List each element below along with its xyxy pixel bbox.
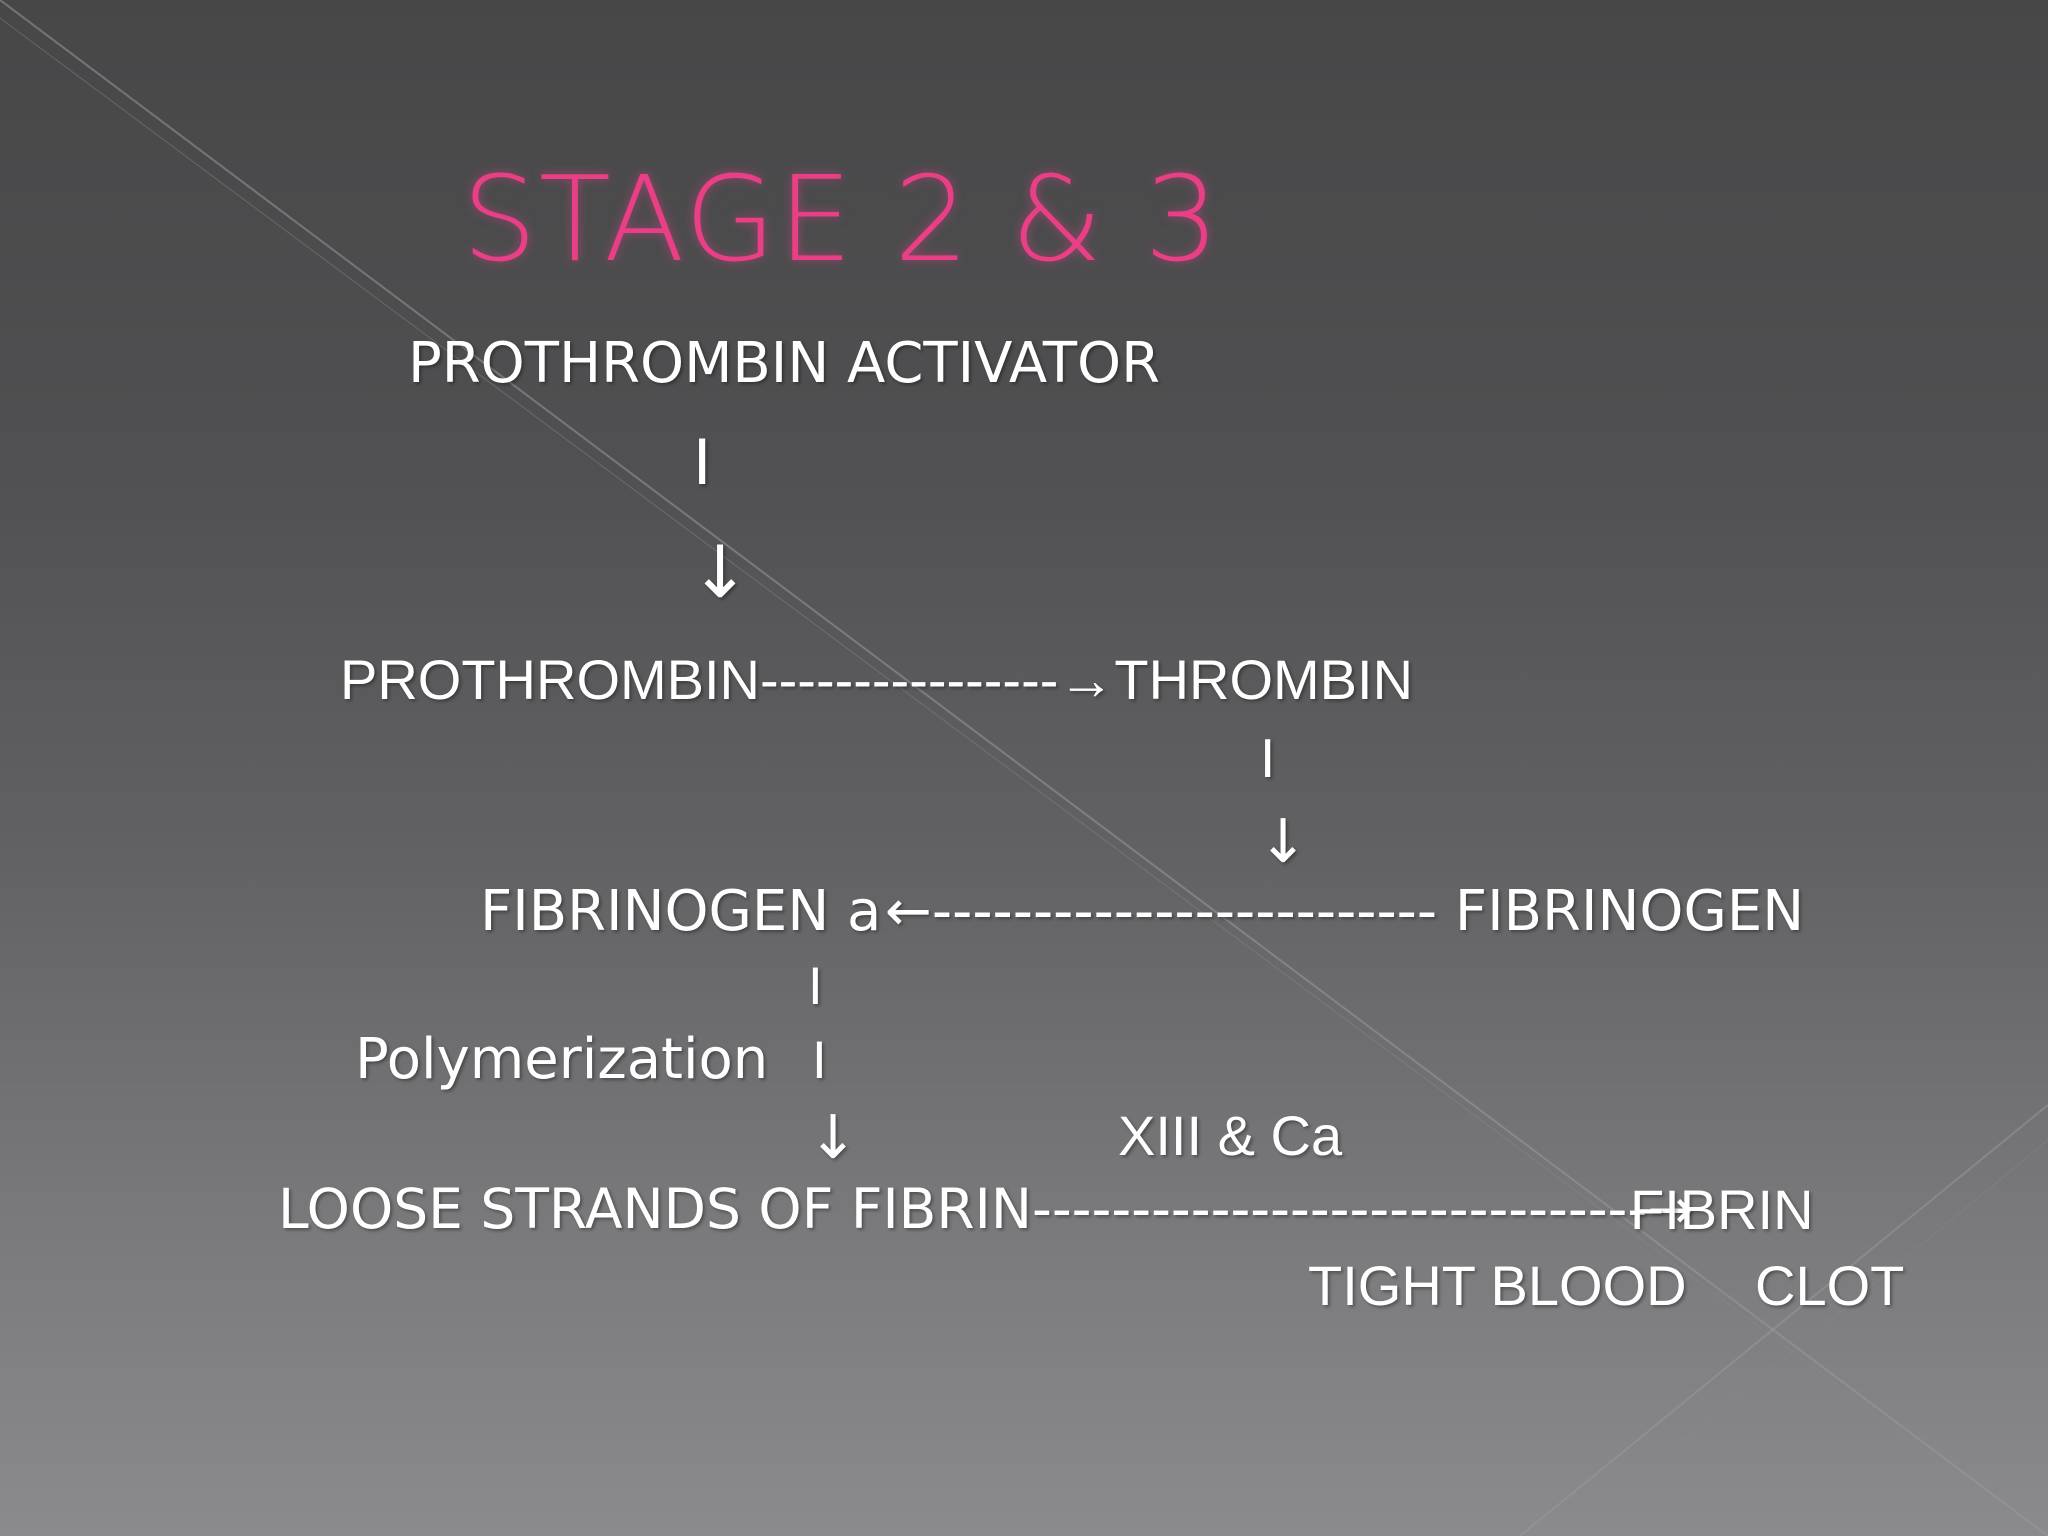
fibrin-label: FIBRIN bbox=[1630, 1178, 1814, 1241]
connector-bar-3: I bbox=[808, 958, 823, 1016]
down-arrow-3: ↓ bbox=[808, 1103, 859, 1173]
connector-bar-1: I bbox=[693, 426, 712, 499]
fibrinogen-to-fibrinogen-a: ←------------------------- FIBRINOGEN bbox=[885, 879, 1805, 944]
connector-bar-2: I bbox=[1260, 730, 1276, 790]
tight-blood-label: TIGHT BLOOD bbox=[1308, 1254, 1687, 1317]
fibrinogen-a-label: FIBRINOGEN a bbox=[480, 879, 882, 944]
slide-title: STAGE 2 & 3 bbox=[462, 150, 1222, 288]
loose-strands-to-fibrin: LOOSE STRANDS OF FIBRIN-----------------… bbox=[278, 1177, 1694, 1241]
prothrombin-to-thrombin: PROTHROMBIN----------------→THROMBIN bbox=[340, 648, 1414, 711]
xiii-ca-label: XIII & Ca bbox=[1118, 1104, 1343, 1167]
polymerization-label: Polymerization bbox=[355, 1027, 769, 1092]
prothrombin-activator-label: PROTHROMBIN ACTIVATOR bbox=[408, 331, 1161, 396]
clot-label: CLOT bbox=[1755, 1254, 1905, 1317]
connector-bar-4: I bbox=[812, 1032, 827, 1090]
down-arrow-1: ↓ bbox=[690, 530, 751, 614]
down-arrow-2: ↓ bbox=[1258, 807, 1309, 877]
